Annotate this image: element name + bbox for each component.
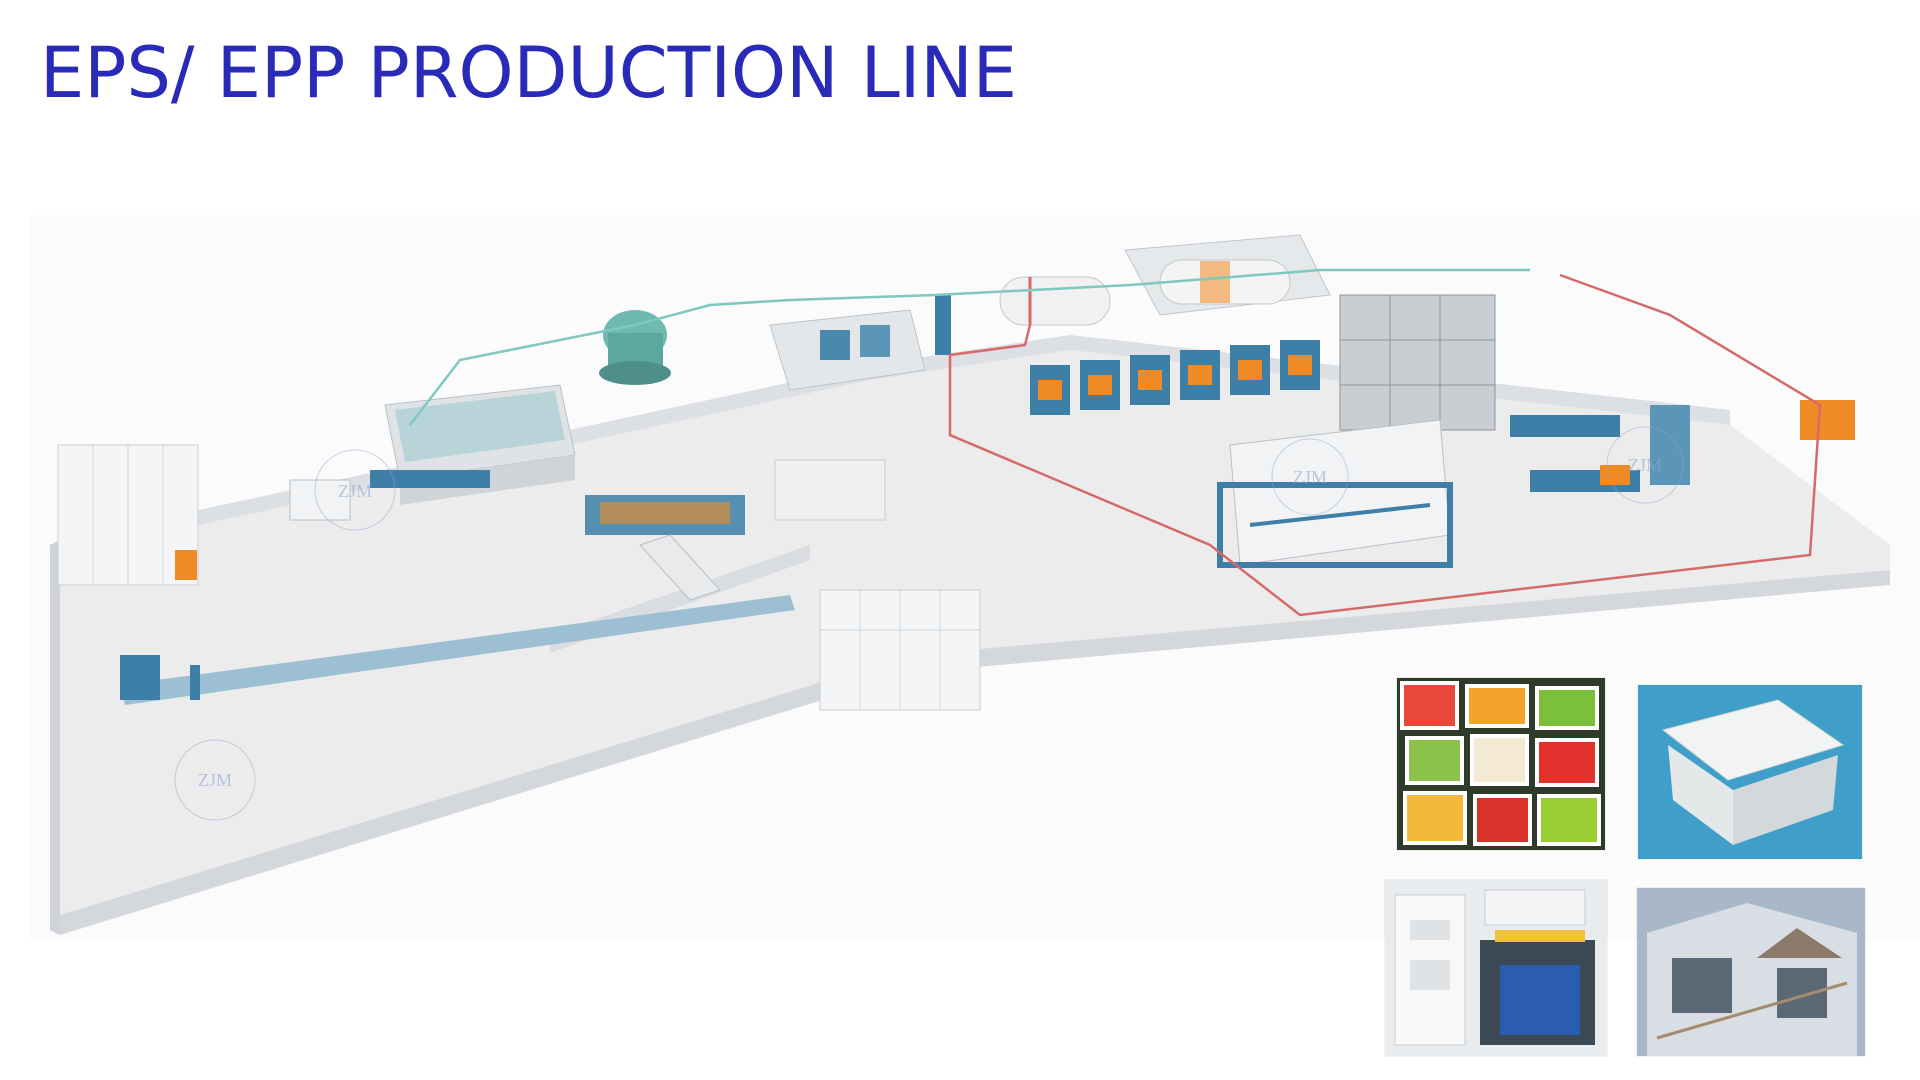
block-moulding-machine xyxy=(1217,419,1453,568)
pre-expander-silos xyxy=(1339,294,1496,431)
pump-station xyxy=(769,309,926,391)
inclined-conveyor xyxy=(639,534,721,601)
water-treatment-tank xyxy=(384,384,576,505)
cutting-machine-middle xyxy=(585,495,745,535)
factory-left-wall xyxy=(50,540,60,935)
orange-pallets xyxy=(1800,400,1855,440)
vacuum-cutting-station xyxy=(289,470,490,521)
block-storage xyxy=(774,459,886,521)
cooling-tower xyxy=(599,310,671,385)
watermark-text: ZJM xyxy=(198,770,232,790)
production-line-illustration: ZJM ZJM ZJM ZJM xyxy=(30,215,1920,940)
forklift xyxy=(175,550,197,580)
water-pipe xyxy=(409,268,1530,426)
watermark-right: ZJM xyxy=(1606,426,1684,504)
watermark-bottom: ZJM xyxy=(174,739,256,821)
foam-block-stack-center xyxy=(819,589,981,711)
photo-foam-cooler-box xyxy=(1638,685,1862,859)
cutting-conveyor-line xyxy=(120,595,795,705)
photo-foam-packaging-parts xyxy=(1385,880,1607,1056)
watermark-text: ZJM xyxy=(338,481,372,501)
steam-pipe xyxy=(948,273,1822,617)
cutting-line-right xyxy=(1510,405,1690,492)
watermark-text: ZJM xyxy=(1628,455,1662,475)
steam-tank-room xyxy=(1124,234,1331,316)
shape-moulding-machines xyxy=(1030,340,1320,415)
watermark-center: ZJM xyxy=(1271,438,1349,516)
watermark-text: ZJM xyxy=(1293,467,1327,487)
filter-column xyxy=(935,295,951,355)
photo-eps-house-facade xyxy=(1637,888,1865,1056)
photo-fruit-foam-boxes xyxy=(1397,678,1605,850)
boiler-tank xyxy=(999,276,1111,326)
page-title: EPS/ EPP PRODUCTION LINE xyxy=(40,32,1017,114)
watermark-left: ZJM xyxy=(314,449,396,531)
foam-block-stack-left xyxy=(57,444,199,586)
